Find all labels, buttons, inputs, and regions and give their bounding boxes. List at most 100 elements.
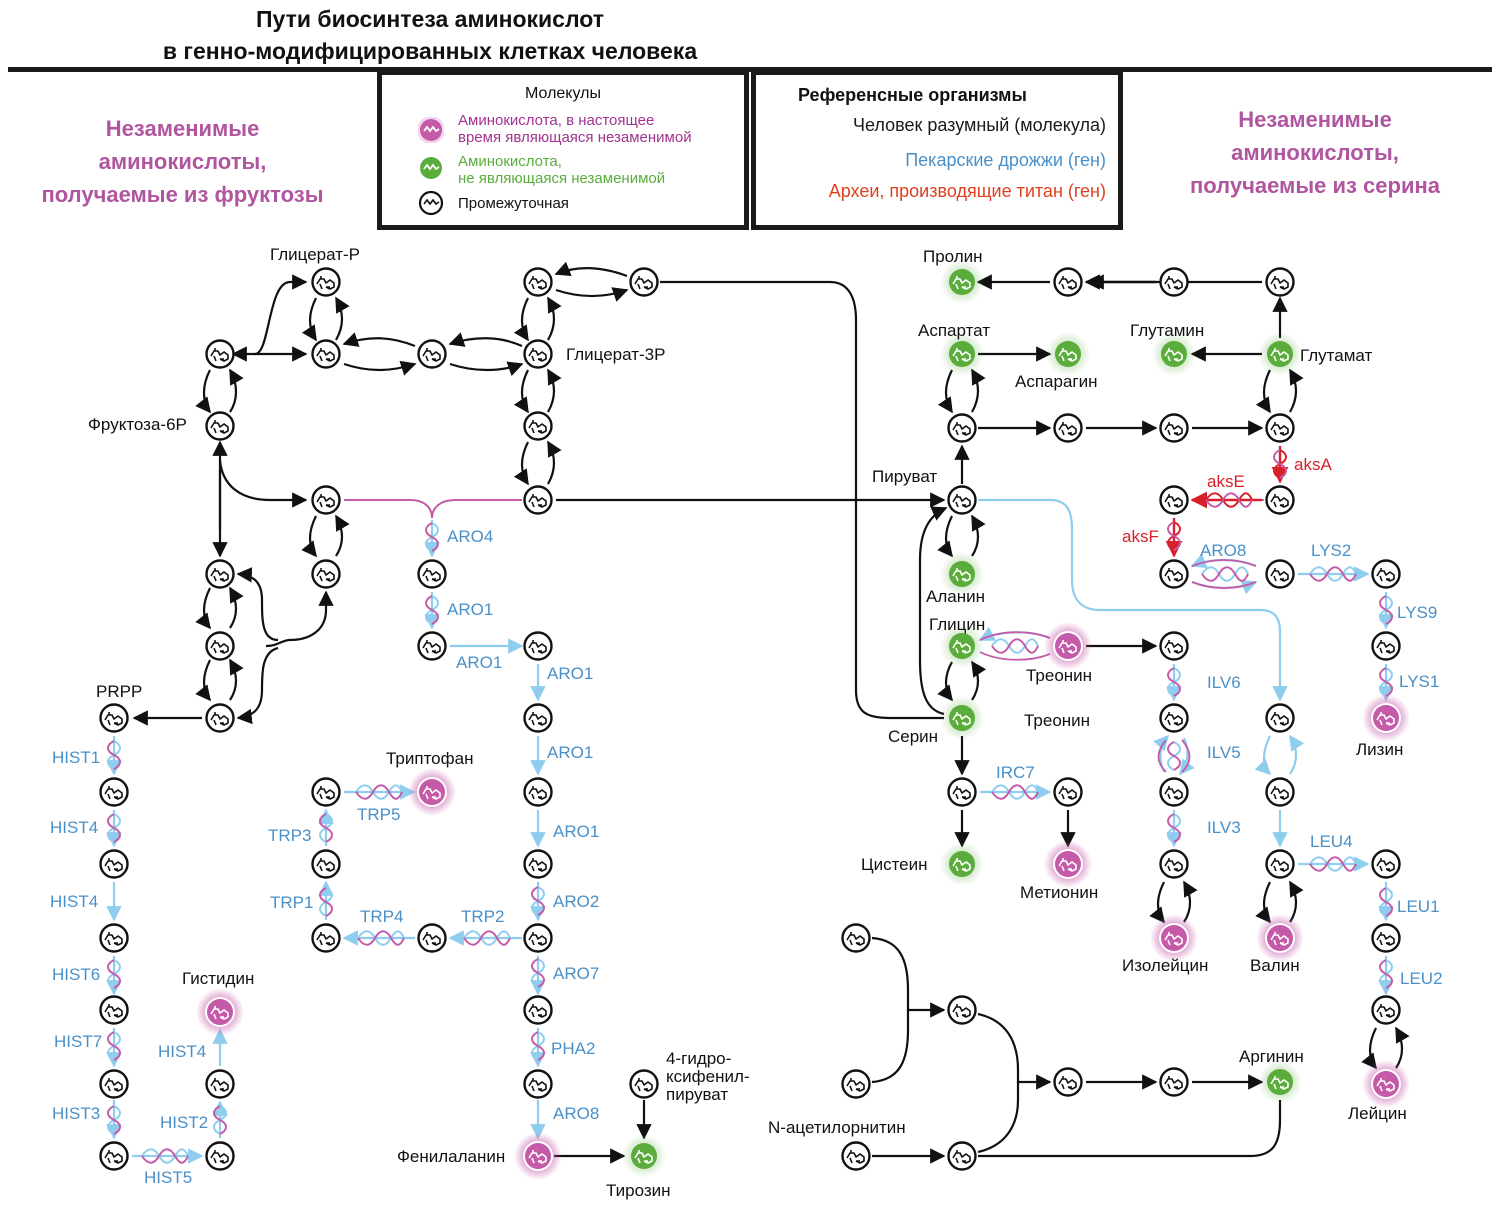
- intermediate-molecule-node: [99, 995, 129, 1025]
- gene-label-aro1: ARO1: [547, 743, 593, 762]
- legend-label: не являющаяся незаменимой: [458, 170, 666, 187]
- reaction-arrow: [1289, 368, 1304, 413]
- label-methionine: Метионин: [1020, 883, 1098, 902]
- branch-line: [344, 499, 522, 519]
- dna-helix-icon: [425, 522, 439, 552]
- label-hppyruvate-2: ксифенил-: [666, 1067, 750, 1086]
- intermediate-molecule-node: [99, 923, 129, 953]
- gene-label-aro1: ARO1: [447, 600, 493, 619]
- reaction-arrow: [1183, 880, 1198, 923]
- left-heading-line: получаемые из фруктозы: [41, 182, 324, 207]
- gene-label-aro7: ARO7: [553, 964, 599, 983]
- label-alanine: Аланин: [926, 587, 985, 606]
- reaction-arrow: [236, 646, 279, 725]
- intermediate-molecule-node: [417, 559, 447, 589]
- intermediate-molecule-node: [947, 485, 977, 515]
- intermediate-molecule-node: [523, 777, 553, 807]
- reaction-arrow: [195, 587, 211, 630]
- intermediate-molecule-node: [947, 413, 977, 443]
- intermediate-molecule-node: [1053, 413, 1083, 443]
- reaction-line: [871, 1010, 910, 1084]
- dna-helix-icon: [1379, 595, 1393, 625]
- nonessential-amino-acid-node: [1258, 1060, 1302, 1104]
- molecule-labels: Глицерат-Р Глицерат-3Р Фруктоза-6Р PRPP …: [88, 245, 1407, 1200]
- reaction-arrow: [971, 660, 987, 701]
- gene-label-trp2: TRP2: [461, 907, 504, 926]
- nonessential-amino-acid-node: [1258, 332, 1302, 376]
- gene-label-lys2: LYS2: [1311, 541, 1351, 560]
- reaction-arrow: [547, 440, 562, 485]
- right-heading-line: аминокислоты,: [1231, 140, 1399, 165]
- gene-helix-glyphs: [107, 449, 1393, 1164]
- intermediate-molecule-node: [1371, 849, 1401, 879]
- dna-helix-icon: [107, 1105, 121, 1135]
- label-glutamine: Глутамин: [1130, 321, 1204, 340]
- dna-helix-icon: [1379, 667, 1393, 697]
- intermediate-molecule-node: [523, 267, 553, 297]
- legend-item-nonessential: Аминокислота, не являющаяся незаменимой: [458, 153, 665, 187]
- intermediate-molecule-node: [99, 1069, 129, 1099]
- intermediate-molecule-node: [523, 703, 553, 733]
- gene-label-aksE: aksE: [1207, 472, 1245, 491]
- gene-label-aro8: ARO8: [553, 1104, 599, 1123]
- nonessential-amino-acid-node: [622, 1134, 666, 1178]
- nonessential-amino-acid-node: [940, 842, 984, 886]
- title-divider: [8, 67, 1492, 72]
- gene-arrow: [1254, 735, 1272, 776]
- intermediate-molecule-node: [947, 777, 977, 807]
- intermediate-molecule-node: [1159, 849, 1189, 879]
- right-heading-line: Незаменимые: [1238, 107, 1392, 132]
- gene-label-aro1: ARO1: [456, 653, 502, 672]
- nonessential-amino-acid-icon: [420, 157, 442, 179]
- reaction-arrow: [342, 332, 416, 348]
- dna-helix-icon: [107, 740, 121, 770]
- reaction-arrow: [513, 441, 529, 486]
- gene-label-trp3: TRP3: [268, 826, 311, 845]
- reaction-line: [977, 1082, 1020, 1154]
- label-glycine: Глицин: [929, 615, 985, 634]
- dna-helix-icon: [1379, 959, 1393, 989]
- essential-amino-acid-node: [196, 988, 244, 1036]
- gene-arrow: [978, 498, 1288, 702]
- dna-helix-icon: [1167, 741, 1181, 771]
- reaction-arrow: [547, 368, 562, 413]
- essential-amino-acid-node: [1150, 914, 1198, 962]
- intermediate-molecule-node: [311, 849, 341, 879]
- intermediate-molecule-node: [1371, 559, 1401, 589]
- reaction-arrow: [265, 590, 334, 648]
- nonessential-amino-acid-node: [940, 696, 984, 740]
- gene-label-aksF: aksF: [1122, 527, 1159, 546]
- intermediate-molecule-node: [1159, 631, 1189, 661]
- reaction-arrow: [195, 369, 211, 414]
- gene-label-aro8: ARO8: [1200, 541, 1246, 560]
- reaction-arrow: [449, 361, 524, 376]
- intermediate-molecule-node: [1159, 559, 1189, 589]
- dna-helix-icon: [1273, 449, 1287, 479]
- dna-helix-icon: [1167, 667, 1181, 697]
- intermediate-molecule-node: [1053, 267, 1083, 297]
- dna-helix-icon: [357, 930, 405, 946]
- dna-helix-icon: [355, 784, 403, 800]
- essential-amino-acid-node: [514, 1132, 562, 1180]
- reaction-arrow: [1255, 369, 1271, 414]
- gene-label-leu1: LEU1: [1397, 897, 1440, 916]
- reaction-arrow: [937, 515, 953, 558]
- dna-helix-icon: [107, 813, 121, 843]
- intermediate-molecule-node: [1371, 631, 1401, 661]
- reaction-arrow: [1361, 1027, 1377, 1070]
- label-prpp: PRPP: [96, 682, 142, 701]
- legend-label: Аминокислота, в настоящее: [458, 112, 655, 129]
- intermediate-molecule-node: [311, 339, 341, 369]
- left-heading-line: аминокислоты,: [98, 149, 267, 174]
- label-serine: Серин: [888, 727, 938, 746]
- label-hppyruvate-3: пируват: [666, 1085, 728, 1104]
- dna-helix-icon: [531, 886, 545, 916]
- reaction-line: [660, 280, 944, 720]
- label-lysine: Лизин: [1356, 740, 1403, 759]
- intermediate-molecule-node: [99, 703, 129, 733]
- nonessential-amino-acid-node: [940, 260, 984, 304]
- intermediate-molecule-node: [205, 559, 235, 589]
- essential-amino-acid-node: [408, 768, 456, 816]
- reaction-arrow: [918, 506, 948, 716]
- reaction-arrow: [229, 368, 244, 413]
